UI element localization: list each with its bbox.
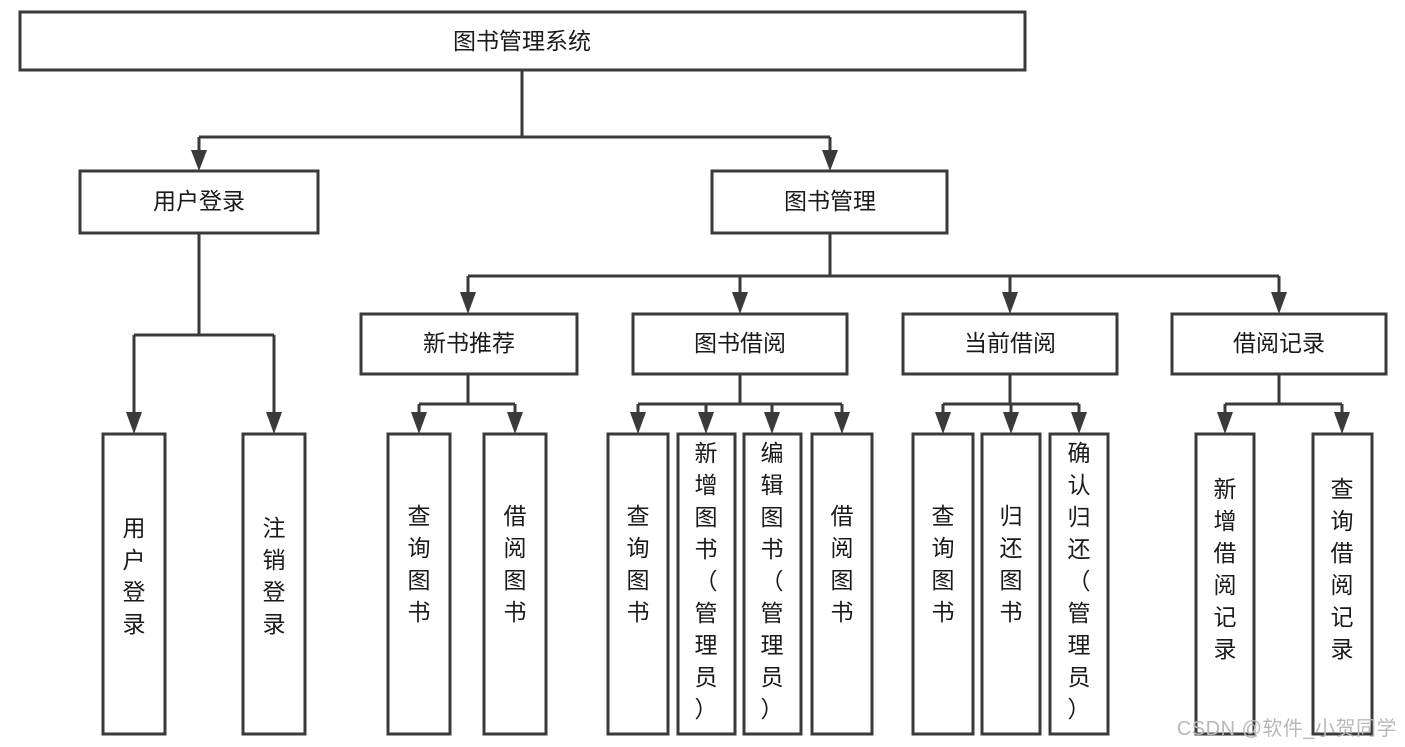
node-book-manage[interactable]: 图书管理 bbox=[710, 169, 949, 235]
leaf-borrow-book-1-label: 借阅图书 bbox=[504, 503, 527, 625]
arrow-head-user-login bbox=[191, 150, 207, 171]
arrow-head-leaf-add-record bbox=[1217, 412, 1233, 434]
leaf-edit-book-label: 编辑图书（管理员） bbox=[761, 440, 784, 722]
arrow-head-new-book-rec bbox=[460, 292, 476, 314]
leaf-return-book[interactable]: 归还图书 bbox=[980, 432, 1042, 736]
arrow-head-leaf-add-book bbox=[698, 412, 714, 434]
node-root[interactable]: 图书管理系统 bbox=[18, 10, 1027, 72]
node-current-borrow-label: 当前借阅 bbox=[964, 330, 1056, 356]
leaf-logout-label: 注销登录 bbox=[263, 515, 286, 637]
arrow-head-leaf-query-book-1 bbox=[411, 412, 427, 434]
leaf-user-login[interactable]: 用户登录 bbox=[101, 432, 167, 736]
leaf-add-book-box[interactable] bbox=[676, 432, 737, 736]
arrow-head-leaf-return-book bbox=[1003, 412, 1019, 434]
leaf-confirm-return[interactable]: 确认归还（管理员） bbox=[1048, 432, 1110, 736]
leaf-query-book-3-label: 查询图书 bbox=[932, 503, 955, 625]
leaf-query-record[interactable]: 查询借阅记录 bbox=[1311, 432, 1374, 736]
leaf-borrow-book-2-box[interactable] bbox=[810, 432, 874, 736]
arrow-head-leaf-logout bbox=[266, 412, 282, 434]
leaf-add-book[interactable]: 新增图书（管理员） bbox=[676, 432, 737, 736]
arrow-head-book-borrow bbox=[732, 292, 748, 314]
node-borrow-record-box[interactable] bbox=[1170, 312, 1388, 376]
leaf-borrow-book-1[interactable]: 借阅图书 bbox=[482, 432, 548, 736]
leaf-logout-box[interactable] bbox=[241, 432, 307, 736]
leaf-query-book-2-box[interactable] bbox=[606, 432, 670, 736]
node-user-login[interactable]: 用户登录 bbox=[78, 169, 320, 235]
leaf-query-book-1-label: 查询图书 bbox=[408, 503, 431, 625]
leaf-confirm-return-label: 确认归还（管理员） bbox=[1068, 440, 1091, 722]
arrow-head-leaf-confirm-return bbox=[1071, 412, 1087, 434]
leaf-return-book-label: 归还图书 bbox=[1000, 503, 1023, 625]
connector-group-book-manage bbox=[460, 233, 1287, 314]
leaf-query-book-2[interactable]: 查询图书 bbox=[606, 432, 670, 736]
node-book-manage-box[interactable] bbox=[710, 169, 949, 235]
leaf-query-book-3[interactable]: 查询图书 bbox=[911, 432, 975, 736]
leaf-add-record-box[interactable] bbox=[1194, 432, 1256, 736]
node-borrow-record[interactable]: 借阅记录 bbox=[1170, 312, 1388, 376]
node-book-borrow-label: 图书借阅 bbox=[694, 330, 786, 356]
node-root-label: 图书管理系统 bbox=[453, 28, 591, 54]
connector-group-root bbox=[191, 70, 838, 171]
arrow-head-leaf-query-book-3 bbox=[935, 412, 951, 434]
arrow-head-leaf-query-record bbox=[1334, 412, 1350, 434]
arrow-head-leaf-borrow-book-2 bbox=[834, 412, 850, 434]
leaf-query-record-box[interactable] bbox=[1311, 432, 1374, 736]
leaf-add-book-label: 新增图书（管理员） bbox=[695, 440, 718, 722]
node-current-borrow-box[interactable] bbox=[901, 312, 1119, 376]
arrow-head-leaf-user-login bbox=[126, 412, 142, 434]
connector-group-borrow-record bbox=[1217, 374, 1350, 434]
node-user-login-box[interactable] bbox=[78, 169, 320, 235]
arrow-head-leaf-query-book-2 bbox=[630, 412, 646, 434]
arrow-head-book-manage bbox=[822, 150, 838, 171]
node-new-book-rec[interactable]: 新书推荐 bbox=[359, 312, 579, 376]
node-book-borrow[interactable]: 图书借阅 bbox=[631, 312, 849, 376]
node-current-borrow[interactable]: 当前借阅 bbox=[901, 312, 1119, 376]
leaf-query-book-2-label: 查询图书 bbox=[627, 503, 650, 625]
node-root-box[interactable] bbox=[18, 10, 1027, 72]
arrow-head-leaf-edit-book bbox=[764, 412, 780, 434]
leaf-logout[interactable]: 注销登录 bbox=[241, 432, 307, 736]
connector-group-new-book-rec bbox=[411, 374, 523, 434]
leaf-query-book-1[interactable]: 查询图书 bbox=[386, 432, 452, 736]
arrow-head-leaf-borrow-book-1 bbox=[507, 412, 523, 434]
leaf-user-login-label: 用户登录 bbox=[123, 515, 146, 637]
leaf-return-book-box[interactable] bbox=[980, 432, 1042, 736]
leaf-borrow-book-2-label: 借阅图书 bbox=[831, 503, 854, 625]
connector-group-current-borrow bbox=[935, 374, 1087, 434]
leaf-query-book-3-box[interactable] bbox=[911, 432, 975, 736]
leaf-borrow-book-2[interactable]: 借阅图书 bbox=[810, 432, 874, 736]
leaf-node-group: 用户登录 注销登录 查询图书 借阅图书 查询图书 新增图书（管理员） bbox=[101, 432, 1374, 736]
node-book-manage-label: 图书管理 bbox=[784, 188, 876, 214]
node-borrow-record-label: 借阅记录 bbox=[1233, 330, 1325, 356]
node-book-borrow-box[interactable] bbox=[631, 312, 849, 376]
connector-group-book-borrow bbox=[630, 374, 850, 434]
connector-group-user-login bbox=[126, 233, 282, 434]
leaf-query-record-label: 查询借阅记录 bbox=[1331, 476, 1354, 662]
leaf-edit-book-box[interactable] bbox=[742, 432, 803, 736]
leaf-user-login-box[interactable] bbox=[101, 432, 167, 736]
leaf-add-record[interactable]: 新增借阅记录 bbox=[1194, 432, 1256, 736]
leaf-edit-book[interactable]: 编辑图书（管理员） bbox=[742, 432, 803, 736]
node-new-book-rec-box[interactable] bbox=[359, 312, 579, 376]
arrow-head-current-borrow bbox=[1002, 292, 1018, 314]
leaf-confirm-return-box[interactable] bbox=[1048, 432, 1110, 736]
leaf-borrow-book-1-box[interactable] bbox=[482, 432, 548, 736]
leaf-query-book-1-box[interactable] bbox=[386, 432, 452, 736]
node-new-book-rec-label: 新书推荐 bbox=[423, 330, 515, 356]
arrow-head-borrow-record bbox=[1271, 292, 1287, 314]
node-user-login-label: 用户登录 bbox=[153, 188, 245, 214]
leaf-add-record-label: 新增借阅记录 bbox=[1214, 476, 1237, 662]
